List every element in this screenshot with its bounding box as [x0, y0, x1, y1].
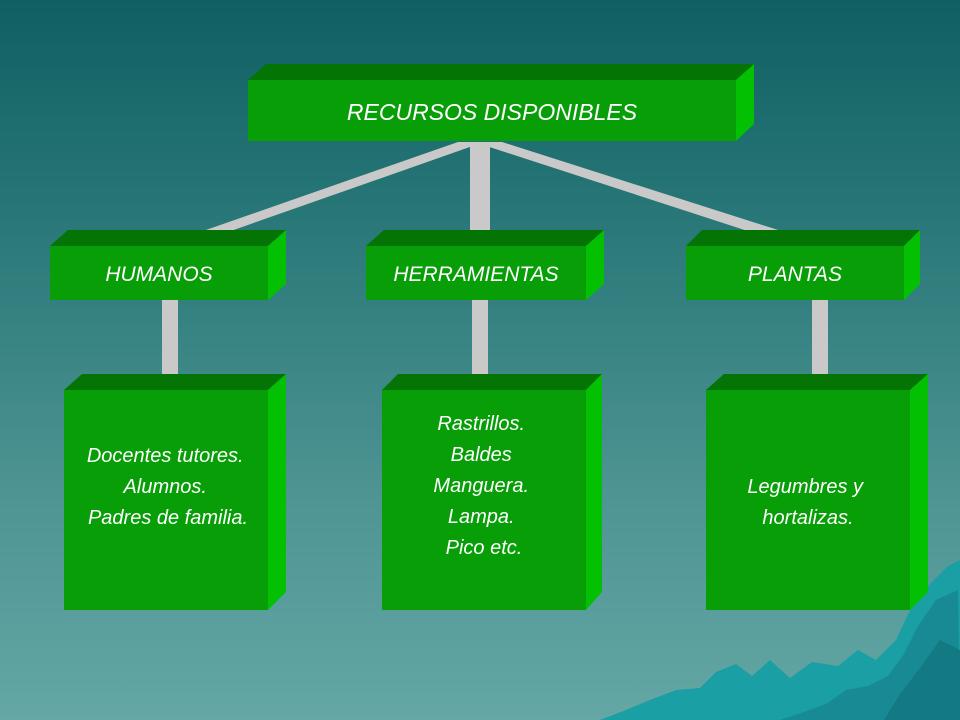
category-label: HUMANOS: [105, 263, 212, 286]
detail-line: Pico etc.: [446, 537, 523, 559]
connector-root-herramientas: [470, 142, 490, 244]
mountain-decoration: [600, 560, 960, 720]
detail-line: Legumbres y: [747, 476, 864, 498]
detail-line: Baldes: [451, 444, 512, 466]
detail-text: Docentes tutores. Alumnos. Padres de fam…: [87, 445, 249, 529]
category-box-plantas: PLANTAS: [686, 230, 920, 300]
detail-line: Docentes tutores.: [87, 445, 244, 467]
connector-humanos-details: [162, 300, 178, 390]
category-box-herramientas: HERRAMIENTAS: [366, 230, 604, 300]
detail-box-humanos: Docentes tutores. Alumnos. Padres de fam…: [64, 374, 286, 610]
connector-root-plantas: [474, 142, 822, 248]
detail-line: Lampa.: [448, 506, 515, 528]
category-label: PLANTAS: [748, 263, 842, 286]
detail-line: hortalizas.: [762, 507, 853, 529]
detail-text: Rastrillos. Baldes Manguera. Lampa. Pico…: [433, 413, 534, 559]
connector-herramientas-details: [472, 300, 488, 390]
root-label: RECURSOS DISPONIBLES: [347, 99, 638, 125]
root-box: RECURSOS DISPONIBLES: [248, 64, 754, 141]
connector-plantas-details: [812, 300, 828, 390]
detail-line: Padres de familia.: [88, 507, 248, 529]
detail-line: Alumnos.: [123, 476, 207, 498]
category-label: HERRAMIENTAS: [393, 263, 558, 286]
detail-line: Rastrillos.: [437, 413, 525, 435]
detail-text: Legumbres y hortalizas.: [747, 476, 868, 529]
connector-root-humanos: [160, 142, 484, 246]
detail-line: Manguera.: [433, 475, 529, 497]
category-box-humanos: HUMANOS: [50, 230, 286, 300]
detail-box-herramientas: Rastrillos. Baldes Manguera. Lampa. Pico…: [382, 374, 602, 610]
detail-box-plantas: Legumbres y hortalizas.: [706, 374, 928, 610]
